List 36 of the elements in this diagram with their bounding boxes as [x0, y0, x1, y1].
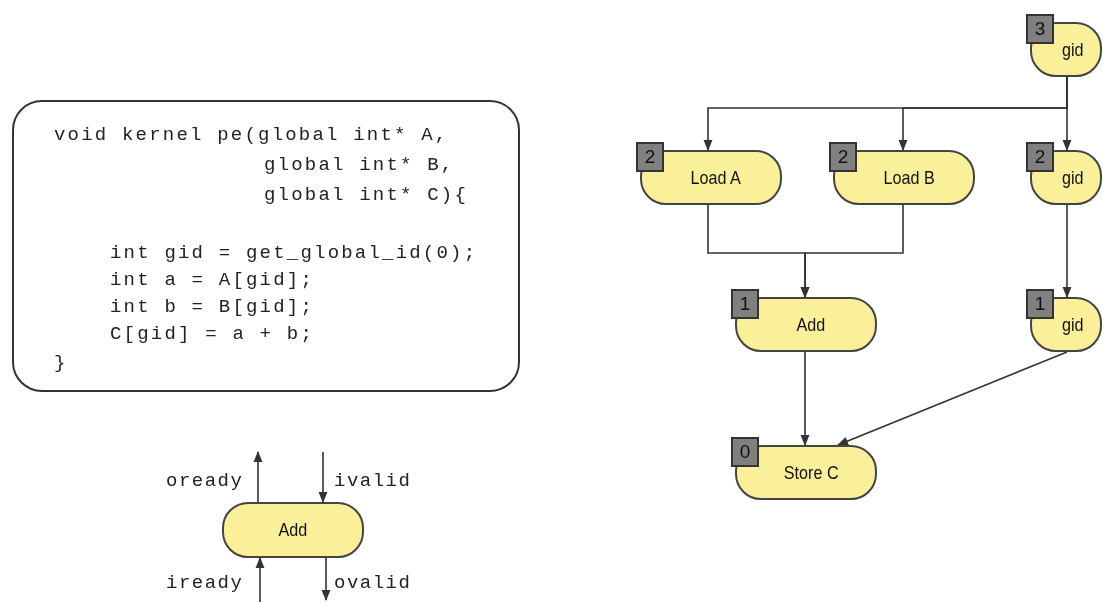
code-line: C[gid] = a + b;: [110, 323, 315, 345]
step-number-badge: 2: [636, 142, 664, 172]
step-number-badge: 2: [1026, 142, 1054, 172]
node-label: Add: [796, 313, 826, 336]
node-label: gid: [1062, 38, 1084, 61]
code-line: global int* B,: [264, 154, 455, 176]
code-line: int gid = get_global_id(0);: [110, 242, 478, 264]
step-number-badge: 1: [1026, 289, 1054, 319]
step-number-badge: 2: [829, 142, 857, 172]
arrow: [255, 556, 265, 602]
node-label: gid: [1062, 166, 1084, 189]
arrow: [800, 204, 904, 299]
code-line: }: [54, 352, 68, 374]
signal-label: iready: [166, 573, 244, 593]
arrow: [253, 450, 263, 503]
step-number-badge: 3: [1026, 14, 1054, 44]
step-number-badge: 1: [731, 289, 759, 319]
step-number-badge: 0: [731, 437, 759, 467]
node-label: Load B: [883, 166, 935, 189]
node-label: Store C: [783, 461, 839, 484]
code-box: [12, 100, 520, 392]
code-line: int b = B[gid];: [110, 296, 315, 318]
arrow: [836, 351, 1068, 446]
arrow: [1062, 76, 1072, 152]
signal-label: oready: [166, 471, 244, 491]
node-label: gid: [1062, 313, 1084, 336]
code-line: global int* C){: [264, 184, 469, 206]
process-node: [222, 502, 364, 558]
code-line: int a = A[gid];: [110, 269, 315, 291]
node-label: Load A: [690, 166, 742, 189]
arrow: [318, 451, 328, 504]
arrow: [800, 351, 810, 447]
node-label: Add: [278, 519, 308, 541]
code-line: void kernel pe(global int* A,: [54, 124, 449, 146]
arrow: [321, 557, 331, 602]
arrow: [1062, 204, 1072, 299]
